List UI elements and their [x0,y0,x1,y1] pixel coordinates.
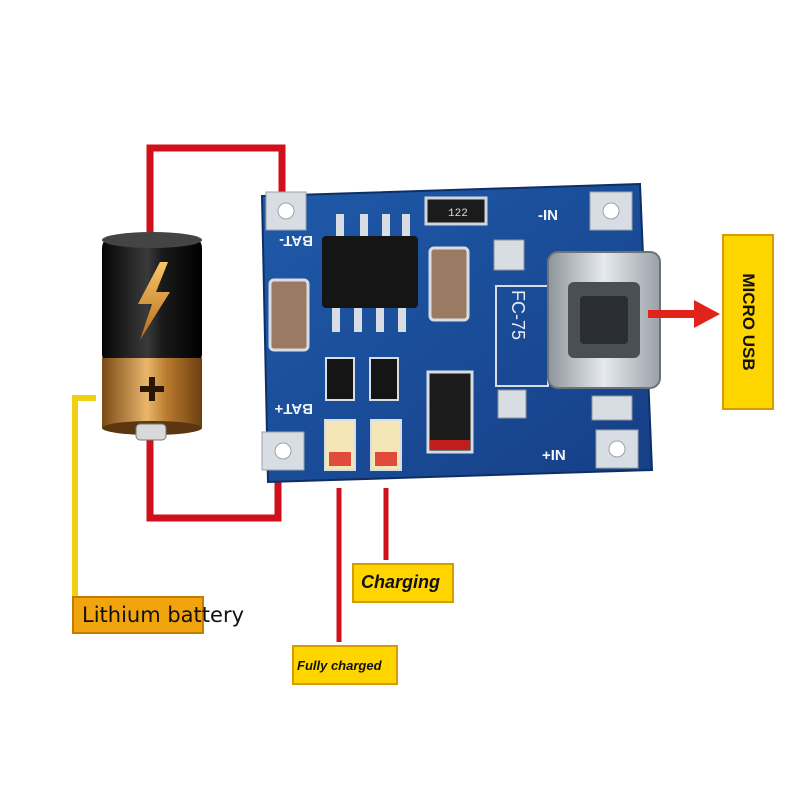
pin-bat-plus: BAT+ [274,400,313,417]
fully-charged-label-text: Fully charged [297,658,382,673]
capacitor-left [268,278,310,352]
solder-pad-b [497,389,527,419]
charger-ic [322,214,418,332]
led-resistor-1 [325,357,355,401]
wire-bat-plus [146,440,282,522]
micro-usb-port [547,251,661,421]
pin-in-plus: +IN [542,447,566,464]
solder-pad-a [493,239,525,271]
charging-label-text: Charging [361,572,440,592]
arrow-icon [648,300,720,328]
capacitor-mid [428,246,470,322]
battery-label-text: Lithium battery [82,603,245,627]
diode [426,370,474,454]
resistor-marking: 122 [448,208,468,220]
smd-resistor [424,196,488,226]
lithium-battery-icon [102,232,202,441]
micro-usb-label-text: MICRO USB [739,273,758,371]
wire-bat-minus [146,144,286,238]
charging-label: Charging [352,563,454,603]
tp4056-board: 122 FC-75 BAT- BAT+ -IN +IN [260,182,661,484]
wire-group [72,144,389,642]
connector-marking: FC-75 [508,290,528,340]
fully-charged-label: Fully charged [292,645,398,685]
pad-in-minus [589,191,633,231]
wire-battery-label [72,395,96,598]
micro-usb-label: MICRO USB [722,234,774,410]
led-resistor-2 [369,357,399,401]
pin-in-minus: -IN [538,207,558,224]
pin-bat-minus: BAT- [279,232,313,249]
lightning-bolt-icon [138,262,170,340]
battery-label: Lithium battery [72,596,244,634]
